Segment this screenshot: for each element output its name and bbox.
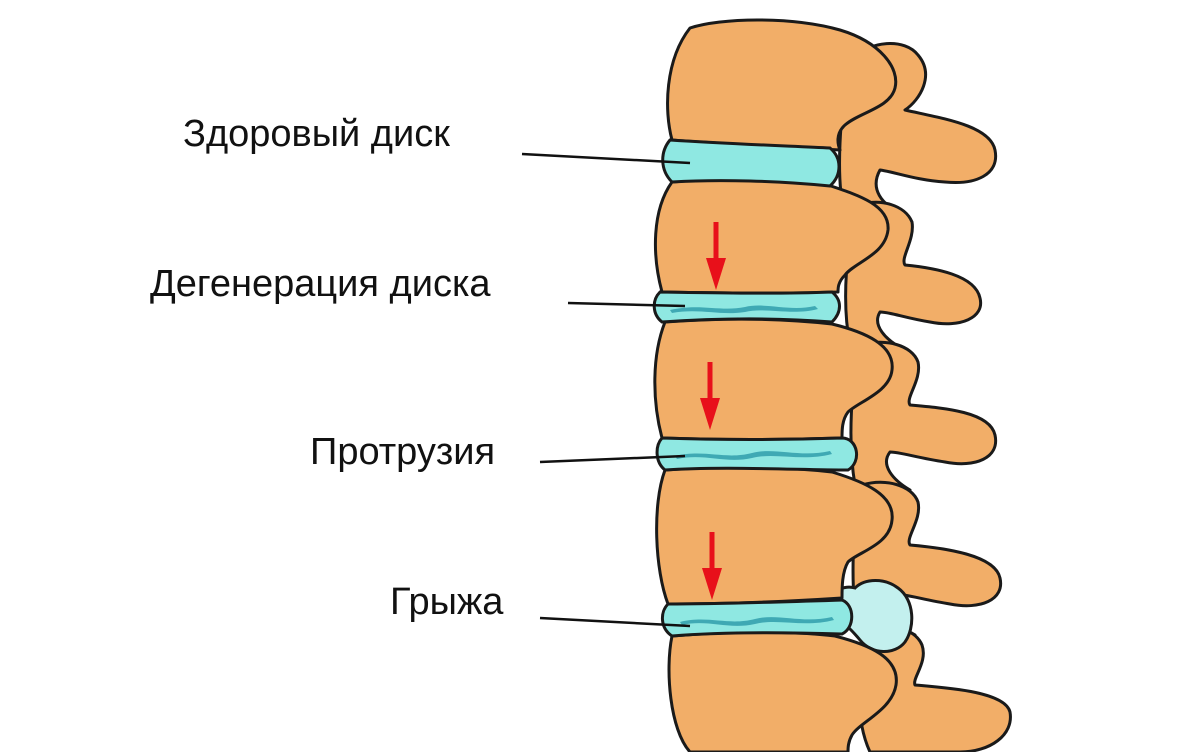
down-arrow-icon	[706, 258, 726, 290]
label-healthy-disc: Здоровый диск	[183, 113, 450, 155]
label-hernia: Грыжа	[390, 581, 504, 623]
hernia-bulge	[820, 579, 914, 653]
disc-hernia-crack	[680, 617, 834, 626]
disc-hernia	[661, 598, 854, 638]
label-disc-degeneration: Дегенерация диска	[150, 263, 491, 305]
pressure-arrow-1	[706, 222, 726, 290]
down-arrow-icon	[702, 568, 722, 600]
disc-healthy	[661, 138, 841, 188]
label-protrusion: Протрузия	[310, 431, 495, 473]
disc-protrusion-crack	[675, 451, 832, 460]
leader-hernia	[539, 616, 691, 628]
leader-healthy	[521, 152, 691, 165]
pressure-arrow-3	[702, 532, 722, 600]
hernia-sac	[820, 579, 914, 653]
down-arrow-icon	[700, 398, 720, 430]
leader-protrusion	[539, 454, 686, 464]
pressure-arrow-2	[700, 362, 720, 430]
leader-degeneration	[567, 301, 686, 308]
discs	[652, 138, 858, 638]
disc-degenerated-crack	[670, 305, 818, 314]
leader-lines	[521, 152, 691, 628]
